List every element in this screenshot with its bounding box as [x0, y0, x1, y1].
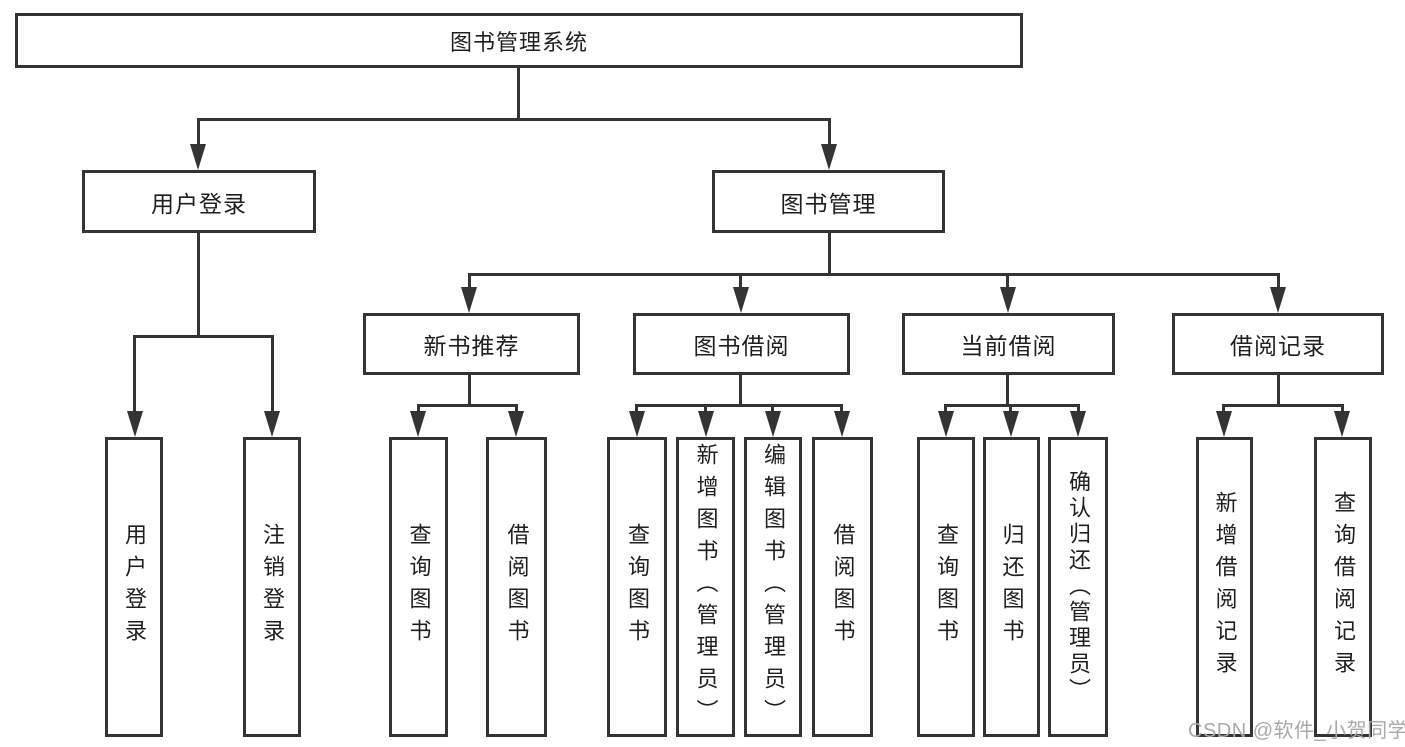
leaf-label: 注销登录 — [260, 523, 285, 651]
leaf-query-book: 查询图书 — [917, 437, 975, 737]
connector-login-rail — [133, 335, 274, 338]
node-label: 当前借阅 — [960, 333, 1057, 359]
connector-drop — [515, 404, 518, 417]
node-label: 借阅记录 — [1230, 333, 1326, 359]
leaf-query-book: 查询图书 — [389, 437, 448, 737]
connector-level2-rail — [468, 273, 1280, 276]
arrowhead-icon — [698, 411, 714, 437]
connector-rail — [1222, 404, 1344, 407]
connector-level1-rail — [197, 118, 831, 121]
leaf-label: 确认归还（管理员） — [1066, 470, 1091, 704]
arrowhead-icon — [461, 287, 477, 313]
leaf-label: 查询图书 — [934, 523, 959, 651]
arrowhead-icon — [834, 411, 850, 437]
connector-rail — [635, 404, 843, 407]
csdn-watermark: CSDN @软件_小贺同学 — [1188, 720, 1405, 742]
connector-drop — [944, 404, 947, 417]
leaf-label: 编辑图书（管理员） — [761, 443, 786, 731]
leaf-label: 查询图书 — [406, 523, 432, 651]
arrowhead-icon — [629, 411, 645, 437]
connector-drop — [635, 404, 638, 417]
leaf-add-borrow-record: 新增借阅记录 — [1196, 437, 1253, 737]
leaf-label: 借阅图书 — [830, 523, 856, 651]
leaf-user-login: 用户登录 — [105, 437, 163, 737]
leaf-add-book-admin: 新增图书（管理员） — [676, 437, 735, 737]
connector-drop — [840, 404, 843, 417]
node-book-borrow: 图书借阅 — [633, 313, 850, 375]
leaf-borrow-book: 借阅图书 — [812, 437, 873, 737]
connector-drop — [704, 404, 707, 417]
connector-rail — [417, 404, 518, 407]
arrowhead-icon — [264, 411, 280, 437]
arrowhead-icon — [1070, 411, 1086, 437]
arrowhead-icon — [410, 411, 426, 437]
node-book-management-module: 图书管理 — [712, 170, 945, 233]
leaf-label: 借阅图书 — [504, 523, 530, 651]
leaf-label: 新增借阅记录 — [1212, 491, 1238, 683]
arrowhead-icon — [508, 411, 524, 437]
connector-drop — [271, 335, 274, 415]
arrowhead-icon — [1334, 411, 1350, 437]
connector-login-stem — [197, 233, 200, 337]
connector-mgmt-drop — [828, 118, 831, 148]
leaf-query-borrow-record: 查询借阅记录 — [1314, 437, 1372, 737]
arrowhead-icon — [127, 411, 143, 437]
connector-drop — [771, 404, 774, 417]
connector-rail — [944, 404, 1080, 407]
connector-stem — [1006, 375, 1009, 407]
leaf-logout: 注销登录 — [243, 437, 301, 737]
node-label: 用户登录 — [151, 190, 247, 217]
connector-drop — [1341, 404, 1344, 417]
connector-stem — [739, 375, 742, 407]
node-borrow-records: 借阅记录 — [1172, 313, 1384, 375]
connector-drop — [1077, 404, 1080, 417]
arrowhead-icon — [190, 144, 206, 170]
leaf-label: 查询图书 — [625, 523, 650, 651]
leaf-borrow-book: 借阅图书 — [486, 437, 547, 737]
connector-drop — [133, 335, 136, 415]
connector-stem — [1277, 375, 1280, 407]
arrowhead-icon — [938, 411, 954, 437]
connector-mgmt-stem — [828, 233, 831, 275]
connector-stem — [468, 375, 471, 407]
node-label: 图书管理 — [780, 190, 877, 217]
leaf-return-book: 归还图书 — [983, 437, 1040, 737]
leaf-label: 归还图书 — [999, 523, 1025, 651]
node-label: 图书借阅 — [693, 333, 790, 359]
leaf-edit-book-admin: 编辑图书（管理员） — [744, 437, 802, 737]
leaf-confirm-return-admin: 确认归还（管理员） — [1048, 437, 1108, 737]
connector-drop — [1009, 404, 1012, 417]
leaf-label: 用户登录 — [122, 523, 147, 651]
arrowhead-icon — [1216, 411, 1232, 437]
connector-root-stem — [517, 68, 520, 120]
node-user-login-module: 用户登录 — [82, 170, 316, 233]
connector-drop — [739, 273, 742, 291]
arrowhead-icon — [1270, 287, 1286, 313]
leaf-query-book: 查询图书 — [607, 437, 667, 737]
connector-drop — [417, 404, 420, 417]
connector-drop — [1006, 273, 1009, 291]
arrowhead-icon — [1003, 411, 1019, 437]
connector-drop — [1277, 273, 1280, 291]
node-label: 新书推荐 — [423, 333, 520, 359]
arrowhead-icon — [1000, 287, 1016, 313]
connector-drop — [1222, 404, 1225, 417]
node-root-label: 图书管理系统 — [449, 29, 588, 55]
leaf-label: 查询借阅记录 — [1331, 491, 1356, 683]
connector-drop — [468, 273, 471, 291]
leaf-label: 新增图书（管理员） — [693, 443, 719, 731]
node-root: 图书管理系统 — [15, 13, 1023, 68]
arrowhead-icon — [733, 287, 749, 313]
arrowhead-icon — [765, 411, 781, 437]
connector-login-drop — [197, 118, 200, 148]
arrowhead-icon — [821, 144, 837, 170]
node-new-book-recommend: 新书推荐 — [363, 313, 580, 375]
node-current-borrow: 当前借阅 — [902, 313, 1115, 375]
